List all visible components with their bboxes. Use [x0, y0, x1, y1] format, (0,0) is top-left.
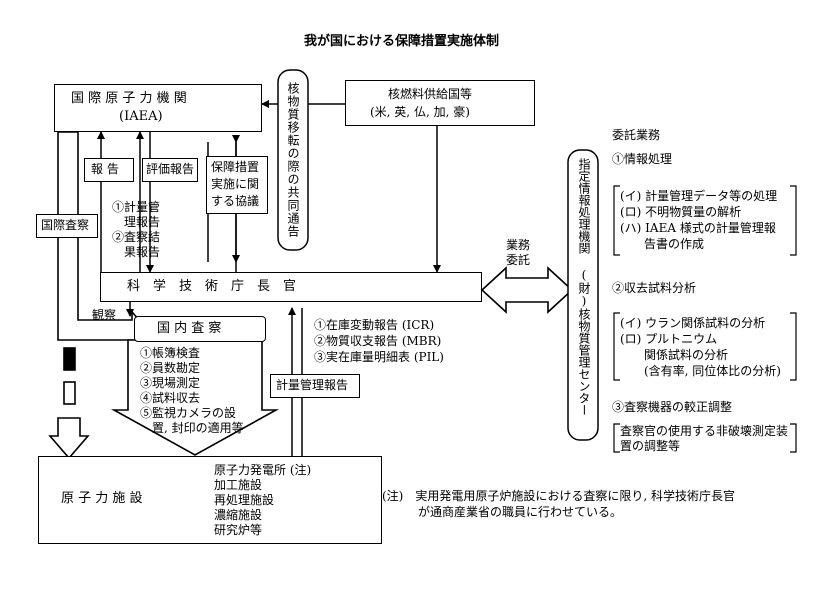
- commission-s3-item-1: 査察官の使用する非破壊測定装: [620, 424, 789, 438]
- sta-box: 科 学 技 術 庁 長 官: [100, 272, 482, 302]
- note-line-2: が通商産業省の職員に行わせている。: [382, 505, 623, 519]
- commission-s1-item-2: (ロ) 不明物質量の解析: [620, 205, 742, 219]
- accounting-report-box: 計量管理報告: [270, 374, 360, 398]
- accounting-report-label: 計量管理報告: [276, 378, 349, 392]
- inspection-item-5a: ⑤監視カメラの設: [140, 406, 237, 420]
- report-label: 報 告: [91, 162, 119, 176]
- report-pil: ③実在庫量明細表 (PIL): [314, 350, 444, 364]
- inspection-item-5b: 置, 封印の適用等: [152, 421, 244, 435]
- agreement-line-3: する協議: [211, 194, 260, 208]
- intl-inspection-label: 国際査察: [41, 218, 90, 232]
- domestic-inspection-box: 国 内 査 察: [134, 316, 266, 342]
- commission-s1-item-4: 告書の作成: [620, 237, 705, 251]
- common-notice-label: 核物質移転の際の共同通告: [286, 82, 300, 238]
- evaluation-report-box: 評価報告: [142, 158, 198, 182]
- safeguards-agreement-box: 保障措置 実施に関 する協議: [206, 156, 268, 214]
- center-line-1: 指定情報処理機関: [577, 158, 591, 254]
- commission-s2-item-4: (含有率, 同位体比の分析): [620, 364, 781, 378]
- note-line-1: (注) 実用発電用原子炉施設における査察に限り, 科学技術庁長官: [382, 489, 735, 503]
- domestic-inspection-label: 国 内 査 察: [157, 321, 222, 336]
- supplier-box: 核燃料供給国等 (米, 英, 仏, 加, 豪): [345, 80, 535, 126]
- center-label: 指定情報処理機関 (財)核物質管理センター: [576, 158, 591, 434]
- commission-s2-item-1: (イ) ウラン関係試料の分析: [620, 316, 766, 330]
- commission-s3: ③査察機器の較正調整: [612, 400, 733, 414]
- submission-1a: ①計量管: [112, 200, 161, 214]
- inspection-item-3: ③現場測定: [140, 376, 201, 390]
- domestic-inspection-arrow: [110, 339, 280, 456]
- report-label-box: 報 告: [84, 158, 134, 182]
- commission-title: 委託業務: [612, 128, 661, 142]
- center-line-2: (財)核物質管理センター: [577, 268, 591, 416]
- iaea-box: 国 際 原 子 力 機 関 (IAEA): [54, 84, 262, 132]
- commission-s1-item-1: (イ) 計量管理データ等の処理: [620, 189, 778, 203]
- supplier-countries: (米, 英, 仏, 加, 豪): [370, 105, 470, 119]
- commission-s2-item-3: 関係試料の分析: [620, 348, 729, 362]
- intl-inspection-box: 国際査察: [36, 214, 98, 238]
- entrust-label-2: 委託: [506, 253, 531, 267]
- commission-s2: ②収去試料分析: [612, 281, 697, 295]
- evaluation-report-label: 評価報告: [146, 162, 195, 176]
- facility-type-5: 研究炉等: [214, 523, 263, 537]
- commission-s1-item-3: (ハ) IAEA 様式の計量管理報: [620, 221, 776, 235]
- iaea-abbr: (IAEA): [119, 109, 163, 124]
- agreement-line-2: 実施に関: [211, 177, 260, 191]
- commission-s3-item-2: 置の調整等: [620, 439, 681, 453]
- inspection-item-1: ①帳簿検査: [140, 346, 201, 360]
- entrust-double-arrow: [480, 266, 574, 314]
- diagram-title: 我が国における保障措置実施体制: [304, 34, 500, 49]
- submission-2a: ②査察結: [112, 230, 161, 244]
- report-mbr: ②物質収支報告 (MBR): [314, 334, 442, 348]
- commission-s1: ①情報処理: [612, 152, 673, 166]
- facility-type-3: 再処理施設: [214, 493, 275, 507]
- entrust-label-1: 業務: [506, 238, 531, 252]
- sta-label: 科 学 技 術 庁 長 官: [127, 279, 297, 294]
- facility-type-2: 加工施設: [214, 478, 263, 492]
- observation-label: 観察: [92, 308, 117, 322]
- report-icr: ①在庫変動報告 (ICR): [314, 318, 435, 332]
- inspection-item-2: ②員数勘定: [140, 361, 201, 375]
- supplier-title: 核燃料供給国等: [388, 87, 473, 101]
- submission-1b: 理報告: [124, 215, 161, 229]
- facility-name: 原 子 力 施 設: [61, 491, 143, 506]
- inspection-item-4: ④試料収去: [140, 391, 201, 405]
- submission-2b: 果報告: [124, 245, 161, 259]
- agreement-line-1: 保障措置: [211, 160, 260, 174]
- commission-s2-item-2: (ロ) プルトニウム: [620, 332, 718, 346]
- facility-type-1: 原子力発電所 (注): [214, 463, 312, 477]
- facility-type-4: 濃縮施設: [214, 508, 263, 522]
- iaea-name: 国 際 原 子 力 機 関: [71, 91, 187, 106]
- facility-box: 原 子 力 施 設: [38, 456, 382, 544]
